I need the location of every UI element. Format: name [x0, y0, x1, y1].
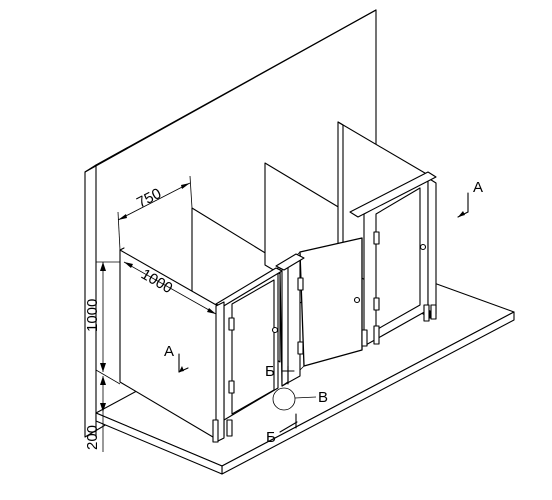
hinge-3 [297, 277, 304, 291]
leg-right [423, 304, 430, 322]
detail-v-label: В [318, 389, 328, 406]
leg-middle-right-2 [373, 325, 380, 345]
section-marker-a-left: А [164, 343, 189, 373]
door-left-panel [231, 279, 275, 415]
back-wall-top-edge [95, 9, 377, 166]
section-marker-b-top: Б [265, 363, 295, 385]
door-open [299, 237, 363, 367]
back-wall-edge [84, 164, 97, 173]
door-right-panel [375, 187, 421, 331]
hinge-5 [373, 231, 380, 245]
dimension-200: 200 [84, 376, 106, 452]
door-lock-left [271, 326, 279, 334]
partition-rear-3-edge [337, 121, 344, 126]
front-pilaster-middle-thickness [281, 264, 289, 387]
front-top-right-cap [349, 171, 437, 218]
section-a-right-label: А [473, 179, 483, 196]
hinge-6 [373, 297, 380, 311]
section-marker-b-bottom: Б [266, 413, 298, 446]
leg-left [212, 419, 219, 443]
section-a-left-label: А [164, 343, 174, 360]
section-marker-a-right: А [457, 179, 483, 218]
leg-middle-right [361, 329, 368, 347]
hinge-2 [228, 380, 235, 394]
floor-left-edge [95, 412, 223, 475]
front-left-leg [215, 301, 225, 443]
hinge-1 [228, 317, 235, 331]
door-lock-middle [353, 296, 361, 304]
section-b-top-label: Б [265, 363, 275, 380]
front-top-middle-cap [275, 253, 305, 271]
dimension-200-label: 200 [84, 425, 101, 450]
door-lock-right [419, 243, 427, 251]
leg-right-2 [430, 304, 437, 320]
front-panel-right-thickness [427, 177, 437, 315]
dimension-1000-height: 1000 [84, 261, 121, 385]
leg-left-2 [226, 419, 233, 437]
side-panel-left-edge [119, 247, 125, 251]
door-open-bottom [299, 365, 305, 371]
dimension-1000-height-label: 1000 [84, 299, 101, 332]
hinge-4 [297, 341, 304, 355]
section-b-bottom-label: Б [266, 429, 276, 446]
detail-marker-v: В [272, 387, 328, 411]
